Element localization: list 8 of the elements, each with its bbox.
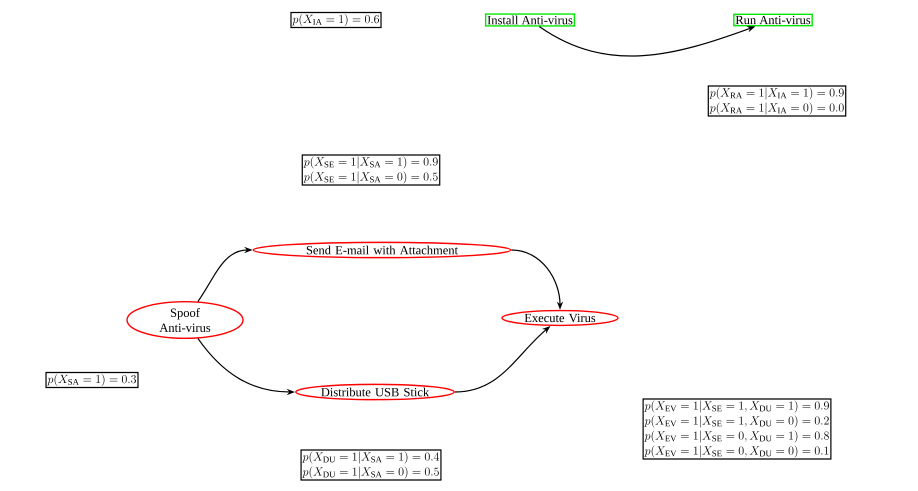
action-box: Run Anti-virus — [733, 14, 813, 26]
probability-box: $p(X_{\mathrm{SA}}=1)=0.3$ — [45, 372, 139, 388]
probability-box: $p(X_{\mathrm{DU}}=1|X_{\mathrm{SA}}=1)=0.4$ $p(X_{\mathrm{DU}}=1|X_{\mathrm{SA}}=0)=0.5$ — [300, 449, 442, 481]
probability-box: $p(X_{\mathrm{EV}}=1|X_{\mathrm{SE}}=1,X_{\mathrm{DU}}=1)=0.9$ $p(X_{\mathrm{EV}}=1|X_{\mathrm{SE}}=1,X_{\mathrm{DU}}=0)=0.2$ $p(X_{\mathrm{EV}}=1|X_{\mathrm{SE}}=0,X_{\mathrm{DU}}=1)=0.8$ $p(X_{\mathrm{EV}}=1|X_{\mathrm{SE}}=0,X_{\mathrm{DU}}=0)=0.1$ — [642, 398, 832, 460]
action-box: Install Anti-virus — [484, 13, 576, 27]
probability-box: $p(X_{\mathrm{RA}}=1|X_{\mathrm{IA}}=1)=0.9$ $p(X_{\mathrm{RA}}=1|X_{\mathrm{IA}}=0)=0.0$ — [708, 85, 846, 117]
probability-box: $p(X_{\mathrm{SE}}=1|X_{\mathrm{SA}}=1)=0.9$ $p(X_{\mathrm{SE}}=1|X_{\mathrm{SA}}=0)=0.5$ — [302, 154, 440, 186]
probability-box: $p(X_{\mathrm{IA}}=1)=0.6$ — [290, 12, 382, 28]
